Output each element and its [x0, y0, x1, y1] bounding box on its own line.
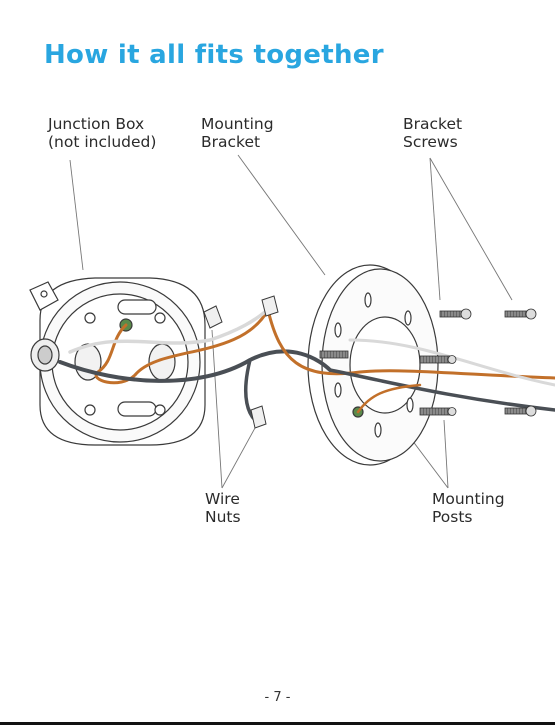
wire-nuts — [204, 296, 278, 428]
leader-wire-nuts-b — [222, 428, 255, 488]
bracket-screw-3 — [505, 406, 536, 416]
leader-bracket-screws-b — [430, 158, 512, 300]
mounting-post-1 — [320, 351, 348, 358]
mounting-post-2 — [420, 356, 456, 364]
leader-junction-box — [70, 160, 83, 270]
bracket-screw-2 — [505, 309, 536, 319]
junction-box — [30, 278, 205, 445]
bracket-screw-1 — [440, 309, 471, 319]
leader-mounting-posts-a — [412, 440, 448, 488]
page-number: - 7 - — [0, 690, 555, 705]
leader-mounting-posts-b — [444, 420, 448, 488]
wire-nut-3 — [251, 406, 266, 428]
leader-wire-nuts-a — [212, 330, 222, 488]
wire-nut-1 — [204, 306, 222, 328]
leader-bracket-screws-a — [430, 158, 440, 300]
leader-mounting-bracket — [238, 155, 325, 275]
mounting-post-3 — [420, 408, 456, 416]
